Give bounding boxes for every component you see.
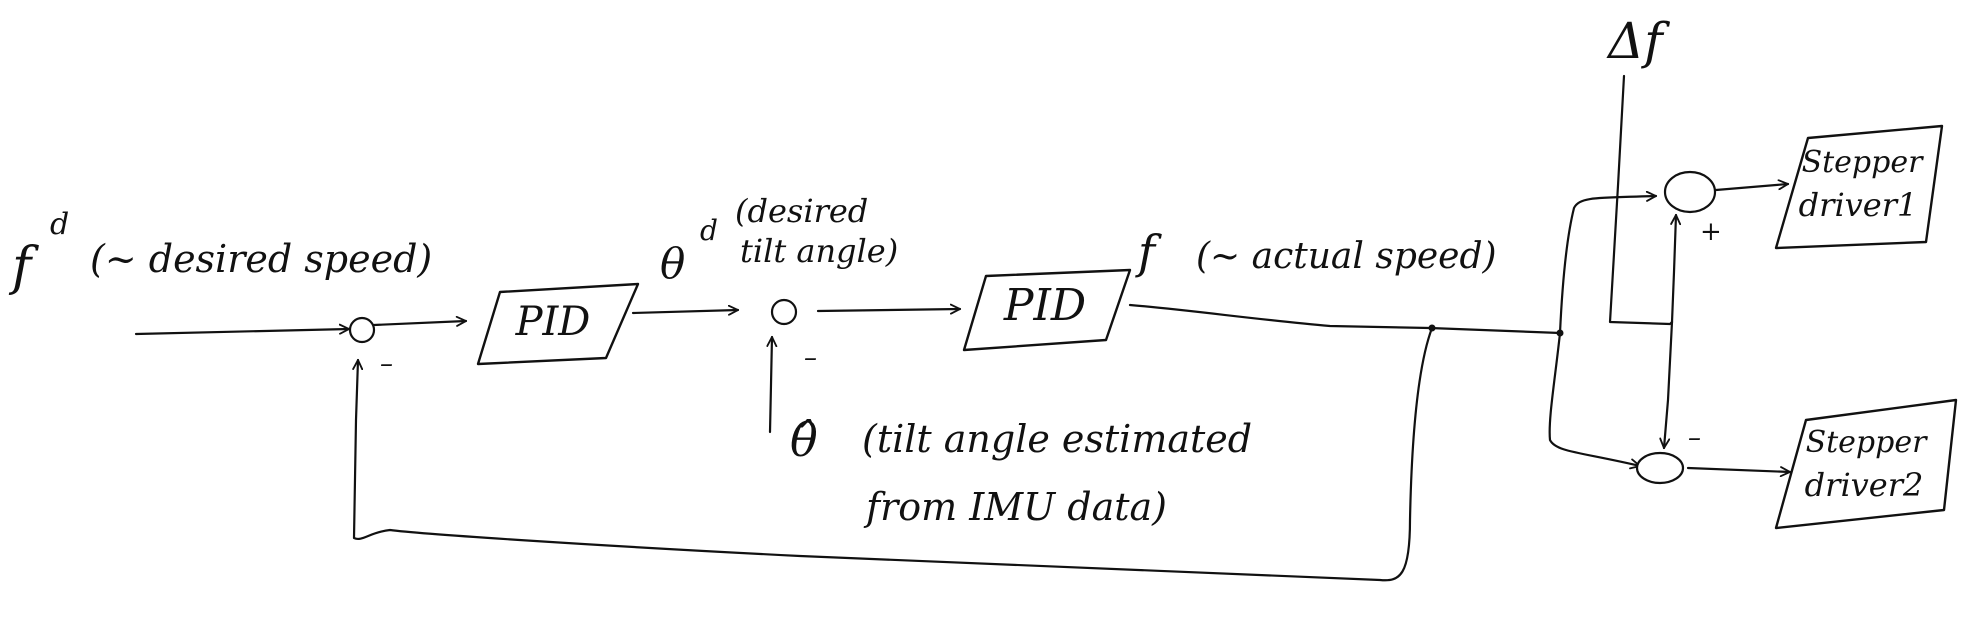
sum-junction-2 <box>770 298 798 326</box>
stepper-driver-2-line2: driver2 <box>1805 466 1924 504</box>
stepper-driver-1-line2: driver1 <box>1799 186 1918 224</box>
input-arrow <box>134 329 351 336</box>
delta-f-label: Δf <box>1606 12 1670 70</box>
branch-junction-dot <box>1556 329 1564 337</box>
pid-block-1 <box>476 282 640 366</box>
delta-to-sum4-arrow <box>1664 320 1674 448</box>
sum-junction-4 <box>1635 451 1685 485</box>
theta-d-description-line2: tilt angle) <box>740 232 898 270</box>
pid-block-2-label: PID <box>1003 280 1086 331</box>
sum4-to-driver2-arrow <box>1686 468 1790 472</box>
stepper-driver-2-line1: Stepper <box>1806 425 1929 460</box>
sum1-minus-sign: – <box>380 349 393 379</box>
feedback-line <box>354 326 1434 582</box>
theta-hat-description-line2: from IMU data) <box>863 485 1167 529</box>
theta-d-superscript: d <box>700 214 718 247</box>
stepper-driver-1-line1: Stepper <box>1802 145 1925 180</box>
sum2-minus-sign: – <box>804 343 817 373</box>
branch-to-sum4-arrow <box>1548 331 1640 466</box>
pid-block-2 <box>962 268 1132 352</box>
sum1-to-pid1-arrow <box>372 321 466 325</box>
sum4-minus-sign: – <box>1688 423 1701 453</box>
theta-hat-symbol: θ̂ <box>790 413 818 467</box>
sum2-to-pid2-arrow <box>816 309 962 311</box>
input-symbol: f <box>8 237 39 297</box>
theta-d-description-line1: (desired <box>735 192 868 230</box>
pid-block-1-label: PID <box>515 299 591 345</box>
stepper-driver-1-block <box>1774 124 1944 250</box>
sum3-plus-sign: + <box>1700 217 1722 247</box>
theta-hat-arrow <box>770 335 772 434</box>
stepper-driver-2-block <box>1774 398 1958 530</box>
theta-d-symbol: θ <box>660 239 685 288</box>
sum-junction-1 <box>348 316 376 344</box>
sum-junction-3 <box>1663 170 1717 214</box>
sum3-to-driver1-arrow <box>1714 184 1788 192</box>
input-superscript: d <box>50 207 69 242</box>
theta-hat-description-line1: (tilt angle estimated <box>862 417 1252 461</box>
delta-to-sum3-arrow <box>1672 215 1676 324</box>
output-description: (~ actual speed) <box>1196 236 1497 277</box>
output-line <box>1128 303 1562 335</box>
pid1-to-sum2-arrow <box>631 310 740 313</box>
output-symbol: f <box>1135 225 1162 279</box>
branch-to-sum3-arrow <box>1558 196 1656 335</box>
delta-line <box>1608 74 1674 326</box>
output-junction-dot <box>1428 324 1436 332</box>
input-description: (~ desired speed) <box>90 237 432 281</box>
